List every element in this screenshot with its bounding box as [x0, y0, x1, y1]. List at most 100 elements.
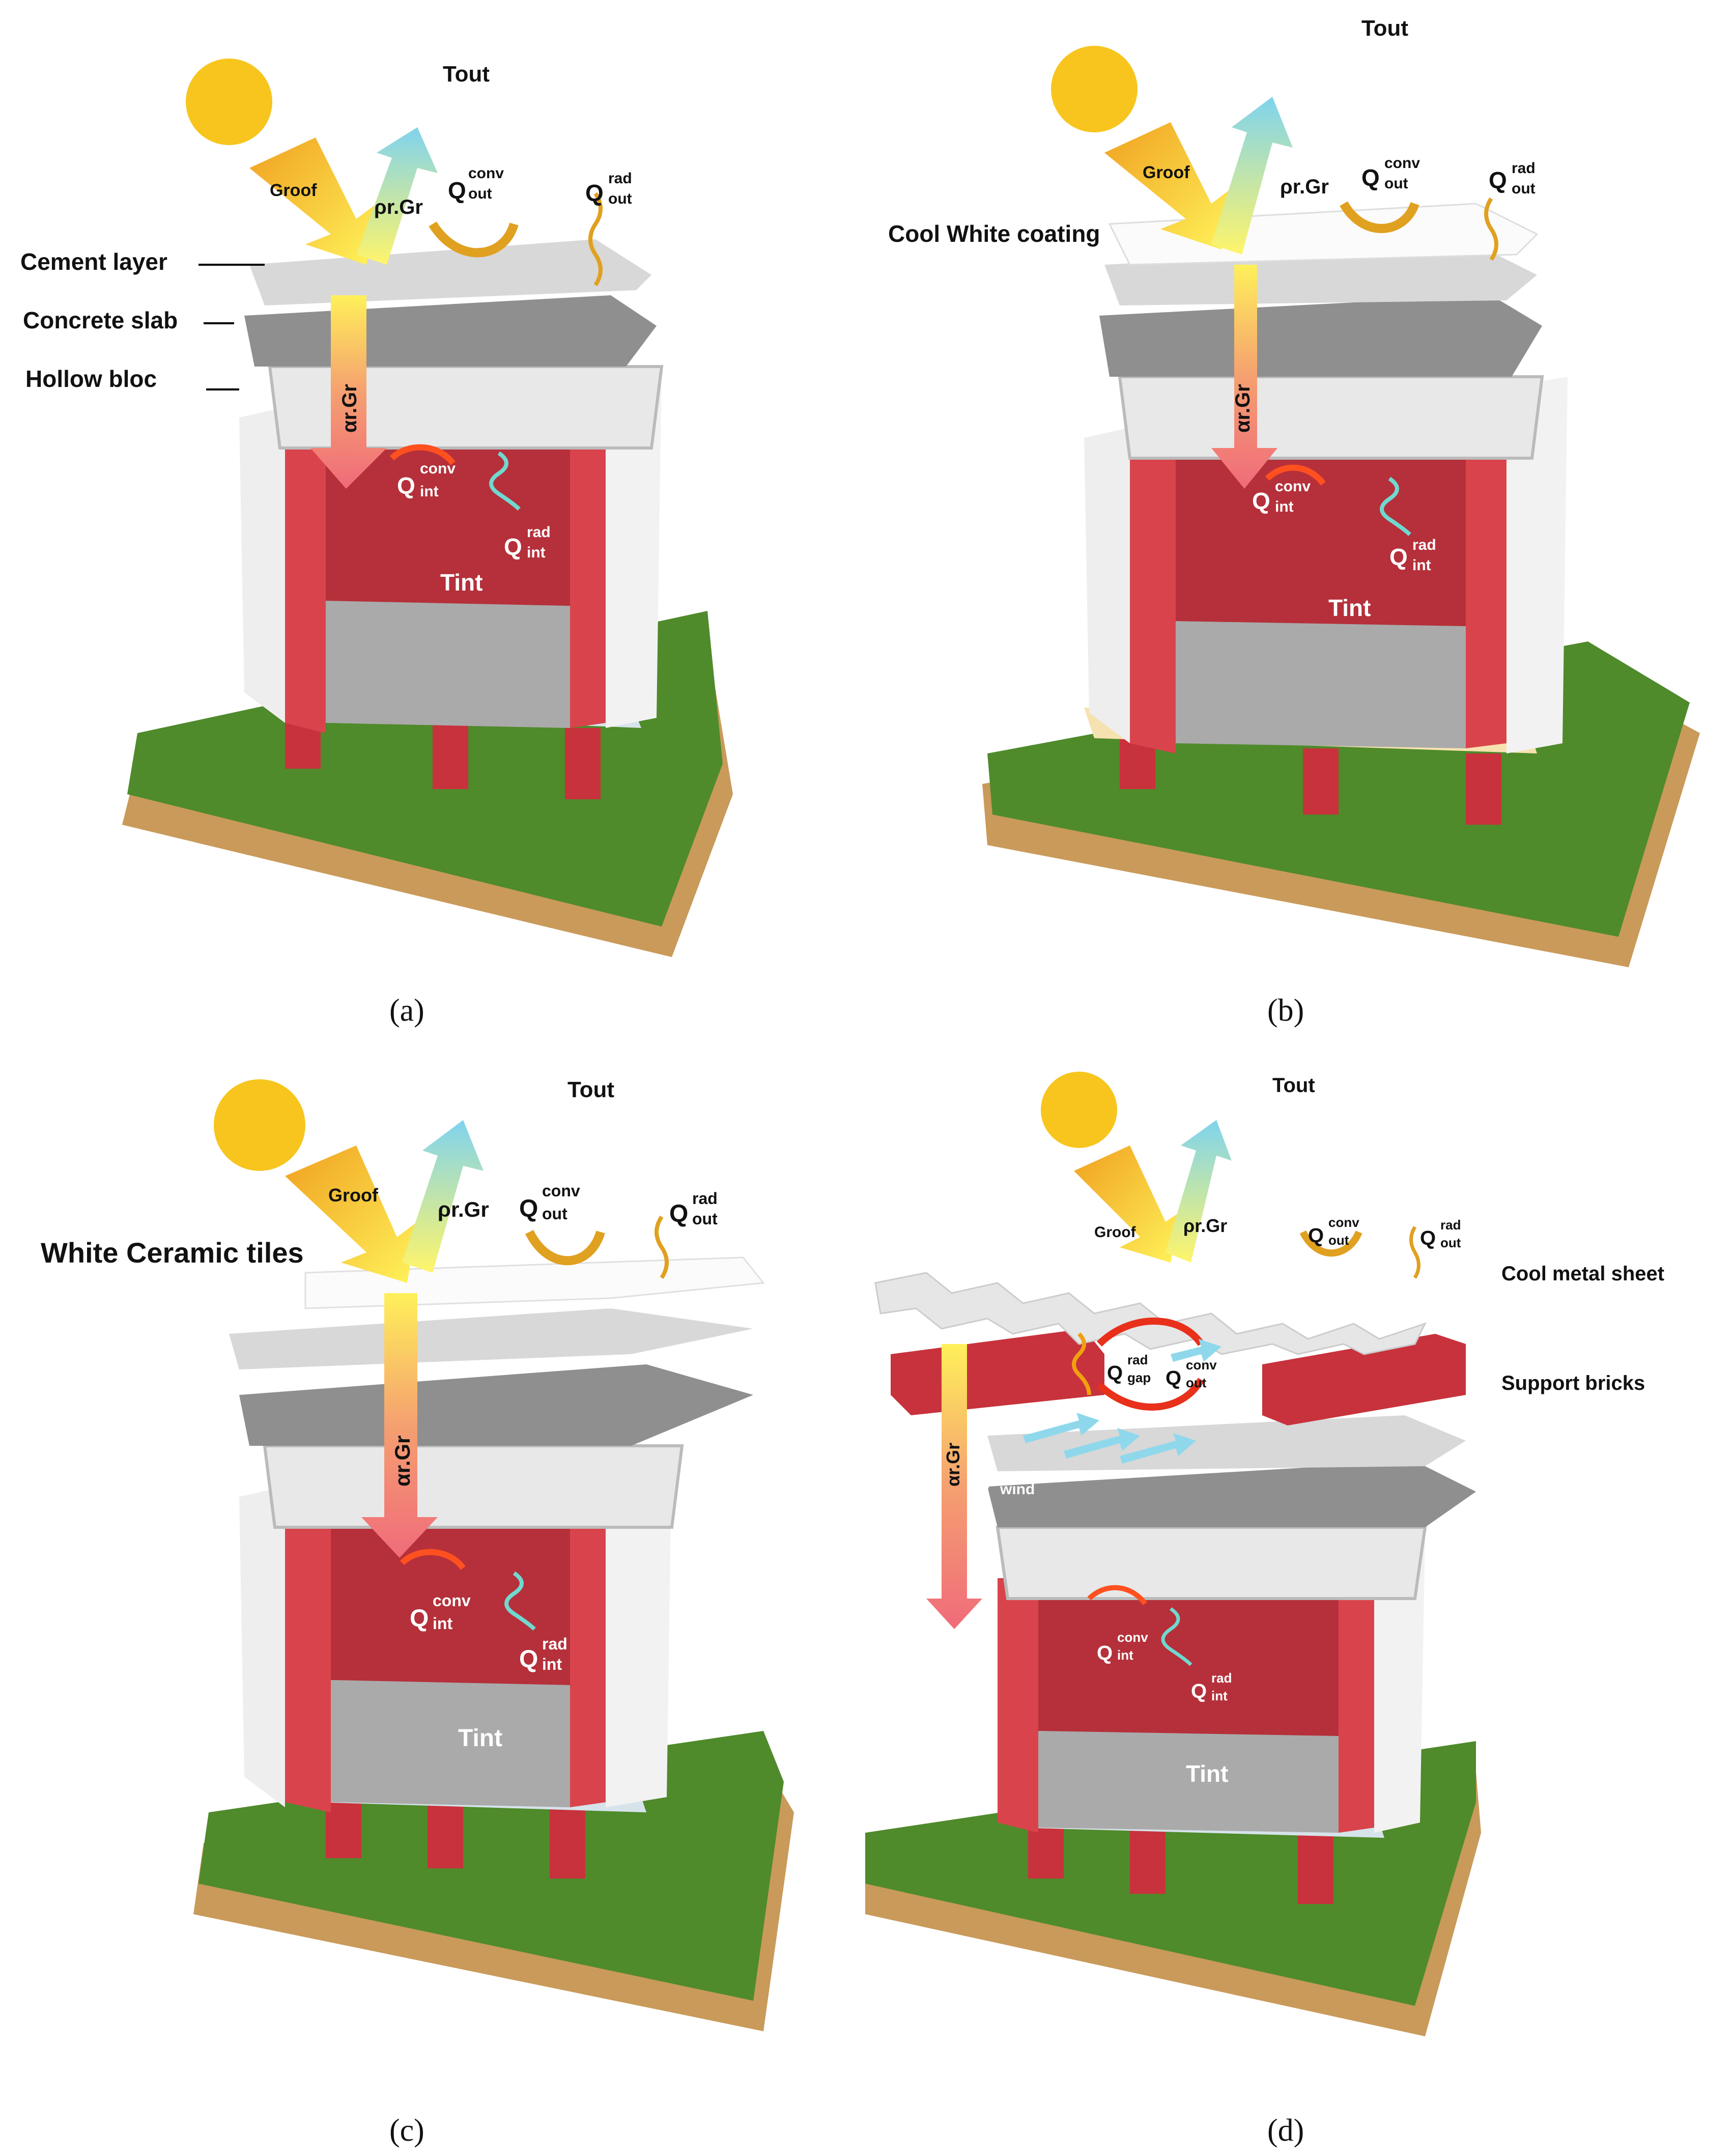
- reflected-arrow: [356, 127, 438, 265]
- svg-text:rad: rad: [1127, 1352, 1148, 1367]
- radiation-int-icon: [1380, 477, 1411, 536]
- cool-metal-sheet: [874, 1272, 1427, 1355]
- g-roof-label: Groof: [270, 181, 317, 200]
- caption-c: (c): [389, 2113, 424, 2148]
- svg-text:Q: Q: [1489, 167, 1507, 193]
- caption-a: (a): [389, 993, 424, 1028]
- rho-label: ρr.Gr: [374, 196, 423, 218]
- pillar: [1303, 748, 1339, 815]
- svg-text:Q: Q: [519, 1646, 538, 1673]
- svg-text:rad: rad: [1412, 537, 1436, 553]
- radiation-out-icon: [1484, 197, 1498, 261]
- support-brick-left: [891, 1329, 1104, 1415]
- q-out-rad-label: Q rad out: [1420, 1217, 1461, 1250]
- rho-label: ρr.Gr: [1183, 1215, 1227, 1236]
- svg-text:out: out: [468, 185, 492, 202]
- svg-text:rad: rad: [542, 1635, 567, 1653]
- radiation-out-icon: [588, 192, 603, 287]
- radiation-out-icon: [655, 1215, 669, 1279]
- right-brick-wall: [1339, 1578, 1374, 1833]
- svg-text:Q: Q: [585, 180, 604, 206]
- right-panel: [606, 1446, 672, 1807]
- label-cool-metal-sheet: Cool metal sheet: [1501, 1263, 1664, 1285]
- wind-arrow: [1120, 1433, 1196, 1464]
- svg-text:int: int: [433, 1614, 452, 1633]
- support-brick-right: [1262, 1334, 1466, 1425]
- left-brick-wall: [998, 1578, 1038, 1833]
- svg-text:int: int: [1412, 557, 1431, 574]
- g-roof-arrow: [249, 137, 377, 265]
- q-gap-rad-label: Q rad gap: [1107, 1352, 1151, 1385]
- svg-text:Q: Q: [410, 1605, 429, 1632]
- pillar: [428, 1802, 463, 1868]
- right-panel: [1374, 1537, 1425, 1833]
- panel-d-illustration: Tout Groof ρr.Gr αr.Gr Q conv out Q rad …: [865, 1072, 1664, 2148]
- panel-b: Tout Groof ρr.Gr αr.Gr Q conv out Q rad …: [865, 0, 1730, 1069]
- wind-arrow: [1171, 1339, 1221, 1362]
- alpha-label: αr.Gr: [943, 1443, 963, 1487]
- svg-text:out: out: [542, 1205, 567, 1223]
- q-int-conv-label: Q conv int: [410, 1591, 471, 1633]
- absorbed-arrow: [1211, 265, 1277, 489]
- wind-arrow: [1023, 1413, 1099, 1443]
- svg-text:int: int: [1275, 498, 1294, 515]
- pillar: [565, 728, 601, 799]
- label-white-ceramic-tiles: White Ceramic tiles: [41, 1237, 304, 1269]
- absorbed-arrow: [310, 295, 387, 489]
- g-roof-arrow: [285, 1145, 417, 1283]
- svg-text:conv: conv: [1384, 155, 1420, 172]
- cement-layer: [229, 1308, 753, 1369]
- alpha-label: αr.Gr: [390, 1435, 414, 1487]
- svg-text:out: out: [1384, 175, 1408, 192]
- svg-text:out: out: [1328, 1233, 1349, 1248]
- q-int-rad-label: Q rad int: [1191, 1670, 1232, 1703]
- t-int-label: Tint: [440, 569, 482, 596]
- hollow-blocks: [996, 1526, 1427, 1600]
- svg-text:conv: conv: [420, 460, 456, 477]
- svg-text:out: out: [1512, 180, 1536, 197]
- side-wall: [239, 407, 285, 723]
- label-cool-white-coating: Cool White coating: [888, 220, 1100, 247]
- svg-text:Q: Q: [1308, 1224, 1324, 1247]
- right-panel: [606, 367, 662, 728]
- svg-text:conv: conv: [468, 165, 504, 182]
- q-int-conv-label: Q conv int: [1097, 1630, 1148, 1664]
- q-int-conv-label: Q conv int: [397, 460, 456, 500]
- q-out-conv-label: Q conv out: [519, 1182, 580, 1223]
- t-int-label: Tint: [458, 1725, 502, 1752]
- left-brick-wall: [1130, 428, 1176, 753]
- back-wall: [998, 1578, 1364, 1782]
- convection-out-icon: [1340, 201, 1419, 233]
- q-out-rad-label: Q rad out: [1489, 160, 1536, 197]
- svg-text:Q: Q: [669, 1200, 688, 1227]
- side-wall: [239, 1487, 285, 1807]
- svg-text:wind: wind: [1000, 1481, 1035, 1498]
- svg-text:conv: conv: [433, 1591, 471, 1610]
- svg-text:conv: conv: [1186, 1357, 1217, 1373]
- svg-text:int: int: [542, 1655, 562, 1673]
- panel-c: Tout Groof ρr.Gr αr.Gr Q conv out Q rad …: [0, 1069, 865, 2148]
- svg-text:out: out: [608, 190, 632, 207]
- svg-text:Q: Q: [1097, 1642, 1113, 1664]
- concrete-slab: [244, 295, 657, 367]
- white-ceramic-tiles: [304, 1256, 765, 1309]
- svg-text:conv: conv: [1275, 478, 1311, 495]
- left-brick-wall: [285, 1487, 331, 1812]
- floor: [326, 601, 570, 728]
- hollow-blocks: [268, 365, 664, 450]
- absorbed-arrow: [926, 1344, 982, 1629]
- svg-text:rad: rad: [692, 1189, 718, 1208]
- svg-text:Q: Q: [1166, 1367, 1181, 1389]
- sun-icon: [1041, 1072, 1117, 1148]
- convection-out-icon: [1299, 1230, 1362, 1257]
- q-gap-conv-label: Q conv out: [1166, 1357, 1217, 1390]
- floor: [331, 1680, 570, 1807]
- svg-text:Q: Q: [1191, 1680, 1207, 1702]
- hollow-blocks: [263, 1444, 684, 1529]
- g-roof-label: Groof: [328, 1185, 379, 1206]
- q-int-rad-label: Q rad int: [504, 524, 551, 561]
- panel-a-illustration: Tout Groof ρr.Gr αr.Gr Q conv out Q rad …: [20, 59, 733, 1028]
- svg-text:out: out: [1186, 1375, 1207, 1390]
- right-brick-wall: [570, 417, 606, 728]
